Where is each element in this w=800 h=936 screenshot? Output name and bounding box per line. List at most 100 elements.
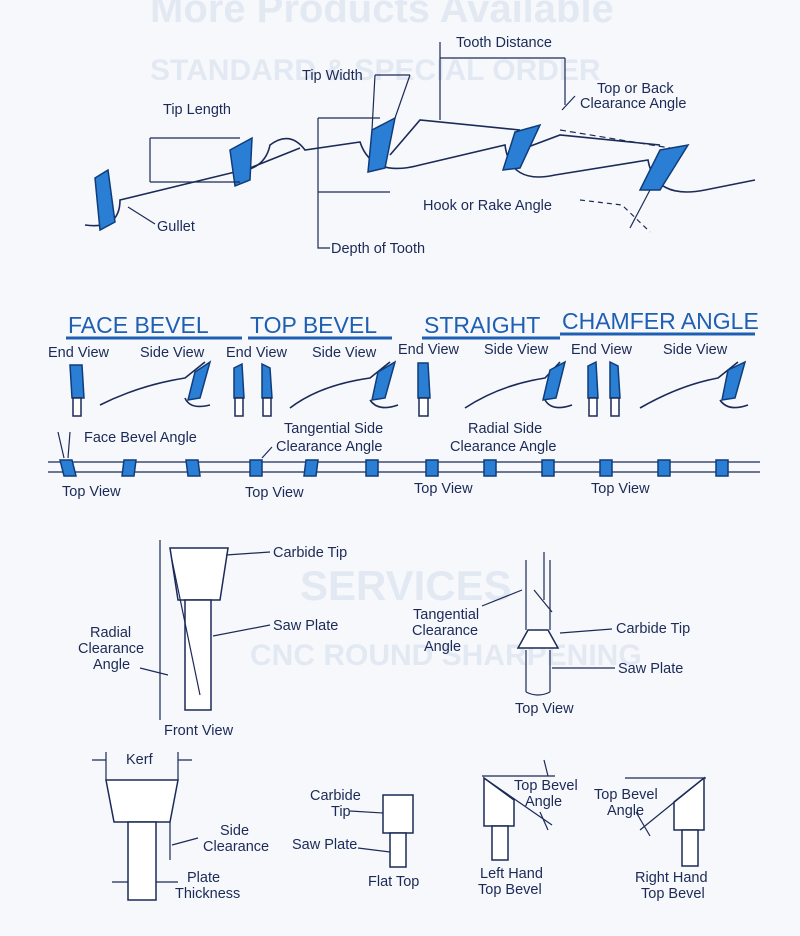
face-bevel-angle-marks [57, 431, 71, 459]
tip-width-label: Tip Width [302, 68, 363, 84]
background-text-line3: SERVICES [300, 562, 512, 609]
top-tooth-12 [715, 459, 729, 477]
tangential-clearance-label-2: Clearance [412, 623, 478, 639]
front-view-caption: Front View [164, 723, 234, 739]
tangential-clearance-leader [481, 589, 523, 607]
radial-side-label-2: Clearance Angle [450, 439, 556, 455]
right-bevel-caption-1: Right Hand [635, 870, 708, 886]
hook-angle-dashed-line [579, 199, 651, 233]
gullet-label: Gullet [157, 219, 195, 235]
kerf-diagram: Kerf Side Clearance Plate Thickness [92, 752, 269, 902]
front-carbide-tip [169, 547, 229, 601]
top-tooth-5 [303, 459, 319, 477]
left-bevel-plate [491, 825, 509, 861]
view-labels: End View Side View End View Side View En… [48, 342, 728, 361]
face-bevel-side-view-label: Side View [140, 345, 205, 361]
top-clearance-label-1: Top or Back [597, 81, 674, 97]
tangential-side-label-2: Clearance Angle [276, 439, 382, 455]
radial-clearance-label-3: Angle [93, 657, 130, 673]
right-bevel-angle-line [639, 777, 705, 831]
right-bevel-angle-label-1: Top Bevel [594, 787, 658, 803]
kerf-carbide-tip [105, 779, 179, 823]
tangential-side-label-1: Tangential Side [284, 421, 383, 437]
top-tooth-4 [249, 459, 263, 477]
top-clearance-label-2: Clearance Angle [580, 96, 686, 112]
depth-of-tooth-label: Depth of Tooth [331, 241, 425, 257]
straight-end-view-label: End View [398, 342, 460, 358]
top-carbide-tip-label: Carbide Tip [616, 621, 690, 637]
flat-top-saw-plate-label: Saw Plate [292, 837, 357, 853]
tooth-back-line-2 [244, 147, 301, 171]
flat-top-plate [389, 832, 407, 868]
plate-thickness-label-1: Plate [187, 870, 220, 886]
kerf-saw-plate [127, 821, 157, 901]
bevel-headers: FACE BEVEL TOP BEVEL STRAIGHT CHAMFER AN… [66, 308, 759, 340]
header-straight: STRAIGHT [424, 312, 540, 338]
top-tooth-6 [365, 459, 379, 477]
tooth-back-line-3 [389, 119, 521, 156]
chamfer-end-tip-1 [587, 360, 599, 399]
left-bevel-angle-label-2: Angle [525, 794, 562, 810]
right-bevel-angle-label-2: Angle [607, 803, 644, 819]
left-bevel-tip [483, 776, 515, 827]
flat-top-caption: Flat Top [368, 874, 419, 890]
right-bevel-caption-2: Top Bevel [641, 886, 705, 902]
top-tooth-2 [121, 459, 137, 477]
right-bevel-arc [635, 811, 651, 837]
left-bevel-angle-line [483, 777, 553, 826]
top-tooth-1 [59, 459, 77, 477]
top-tooth-3 [185, 459, 201, 477]
top-view-caption: Top View [515, 701, 574, 717]
carbide-tip-2 [229, 136, 253, 188]
top-tooth-8 [483, 459, 497, 477]
chamfer-top-view-label: Top View [591, 481, 650, 497]
end-view-teeth [69, 360, 621, 417]
tangential-clearance-label-3: Angle [424, 639, 461, 655]
side-clearance-label-1: Side [220, 823, 249, 839]
top-saw-plate-label: Saw Plate [618, 661, 683, 677]
background-text-line1: More Products Available [150, 0, 614, 31]
top-clearance-line [533, 589, 553, 613]
header-top-bevel: TOP BEVEL [250, 312, 377, 338]
front-carbide-tip-label: Carbide Tip [273, 545, 347, 561]
top-bevel-top-view-label: Top View [245, 485, 304, 501]
straight-side-profile [464, 361, 573, 409]
radial-side-label-1: Radial Side [468, 421, 542, 437]
carbide-tip-3 [367, 116, 397, 173]
flat-top-tip [382, 794, 414, 834]
top-bevel-end-view-label: End View [226, 345, 288, 361]
face-bevel-angle-label: Face Bevel Angle [84, 430, 197, 446]
tooth-distance-line [439, 42, 566, 120]
blade-profile-diagram: Tooth Distance Tip Width Top or Back Cle… [84, 35, 756, 257]
carbide-tip-5 [638, 143, 690, 191]
face-bevel-side-profile [99, 361, 211, 408]
front-saw-plate-leader [212, 624, 271, 637]
radial-clearance-label-1: Radial [90, 625, 131, 641]
straight-end-plate [418, 397, 429, 417]
radial-clearance-label-2: Clearance [78, 641, 144, 657]
front-view-diagram: Carbide Tip Saw Plate Radial Clearance A… [78, 540, 347, 739]
side-clearance-label-2: Clearance [203, 839, 269, 855]
tangential-clearance-label-1: Tangential [413, 607, 479, 623]
flat-top-carbide-leader [349, 810, 384, 814]
kerf-dimension [92, 752, 192, 780]
top-bevel-side-tip [371, 360, 397, 401]
top-bevel-side-profile [289, 361, 399, 409]
top-bevel-end-plate-2 [262, 397, 272, 417]
hook-angle-line [629, 189, 651, 229]
top-bevel-end-tip-1 [233, 362, 245, 399]
right-bevel-diagram: Top Bevel Angle Right Hand Top Bevel [594, 776, 708, 902]
top-bevel-end-plate-1 [234, 397, 244, 417]
face-bevel-end-view-label: End View [48, 345, 110, 361]
radial-clearance-leader [139, 667, 169, 676]
tip-length-bracket [149, 137, 240, 183]
side-view-teeth [99, 360, 749, 409]
front-saw-plate-label: Saw Plate [273, 618, 338, 634]
tip-width-bracket [371, 74, 411, 131]
chamfer-end-plate-1 [588, 397, 598, 417]
top-carbide-tip [516, 629, 560, 649]
background-text-line2: STANDARD & SPECIAL ORDER [150, 54, 601, 87]
top-view-diagram: Carbide Tip Saw Plate Tangential Clearan… [412, 552, 690, 717]
background-text-line4: CNC ROUND SHARPENING [250, 639, 642, 672]
